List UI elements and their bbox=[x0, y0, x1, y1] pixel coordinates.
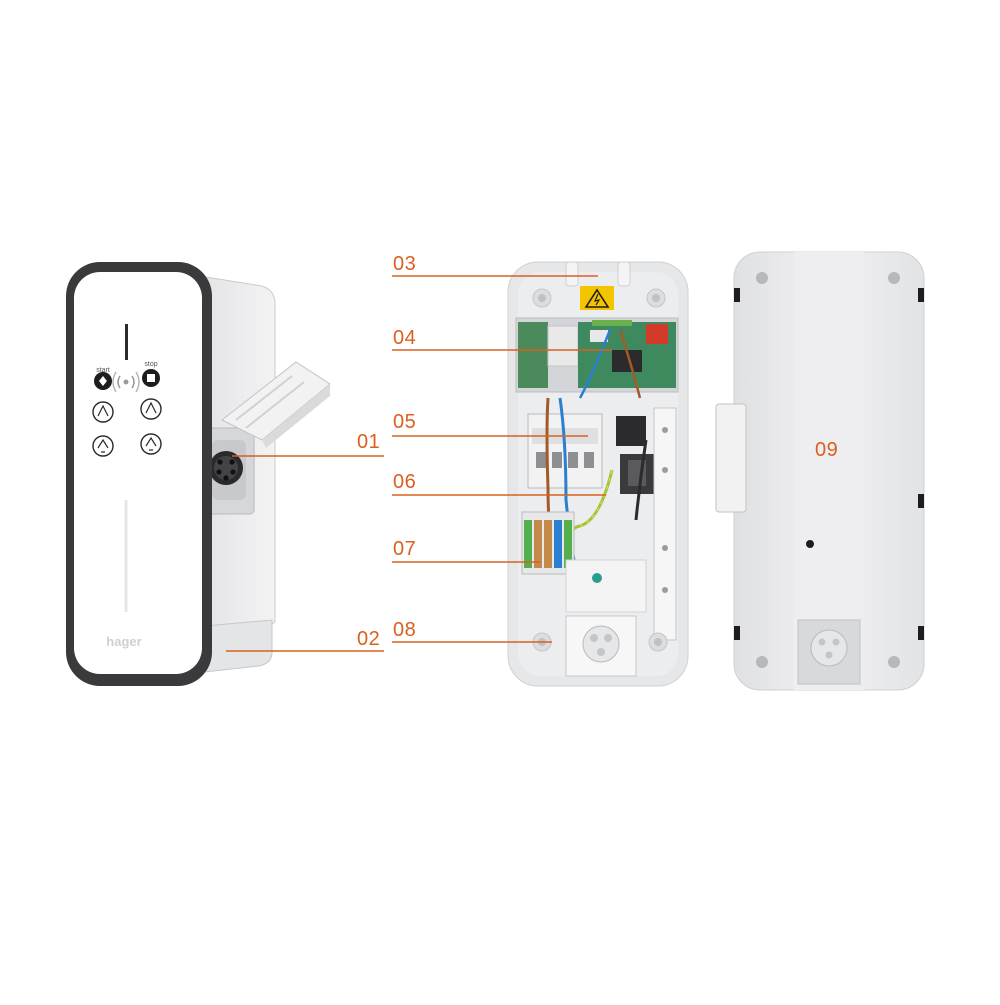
rfid-icon bbox=[112, 371, 140, 393]
mounting-hole bbox=[756, 656, 768, 668]
warning-triangle-icon bbox=[584, 288, 610, 308]
terminal-block bbox=[521, 511, 575, 575]
charger-open-view bbox=[507, 261, 689, 687]
callout-07: 07 bbox=[393, 538, 417, 560]
mounting-hole bbox=[888, 656, 900, 668]
callout-08: 08 bbox=[393, 619, 417, 641]
stop-mode-1-icon bbox=[140, 398, 162, 420]
stop-mode-2-icon bbox=[140, 433, 162, 455]
cable-entry bbox=[565, 615, 637, 677]
latch bbox=[715, 403, 747, 513]
status-light-bar bbox=[125, 324, 128, 360]
back-plate-view bbox=[715, 251, 925, 691]
charger-closed-view: start stop hager bbox=[66, 262, 331, 686]
contactor bbox=[616, 416, 646, 446]
pcb-relay bbox=[646, 324, 668, 344]
brand-logo: hager bbox=[106, 634, 141, 649]
callout-04: 04 bbox=[393, 327, 417, 349]
callout-05: 05 bbox=[393, 411, 417, 433]
control-board-left bbox=[518, 322, 548, 388]
start-label: start bbox=[96, 367, 110, 374]
callout-02: 02 bbox=[357, 628, 381, 650]
mounting-hole bbox=[888, 272, 900, 284]
start-mode-2-icon bbox=[92, 435, 114, 457]
callout-06: 06 bbox=[393, 471, 417, 493]
callout-03: 03 bbox=[393, 253, 417, 275]
cable-rail bbox=[653, 407, 677, 641]
stop-label: stop bbox=[144, 361, 157, 368]
socket-flap-cover bbox=[221, 361, 331, 448]
mounting-hole bbox=[756, 272, 768, 284]
callout-09: 09 bbox=[815, 439, 839, 461]
start-mode-1-icon bbox=[92, 401, 114, 423]
leader-lines bbox=[226, 275, 612, 652]
front-panel bbox=[74, 272, 202, 674]
callout-01: 01 bbox=[357, 431, 381, 453]
socket-housing bbox=[207, 427, 255, 515]
